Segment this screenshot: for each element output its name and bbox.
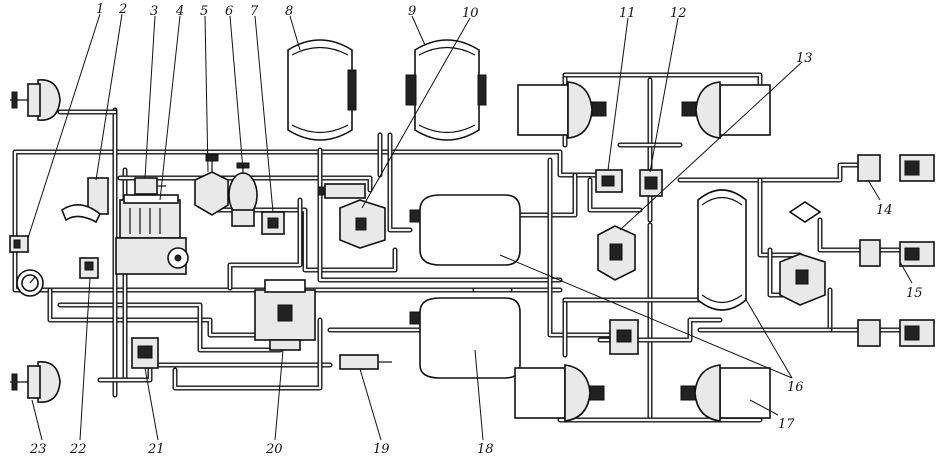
reservoir-18 [409, 297, 521, 379]
brake-chamber-front-left [10, 79, 61, 121]
label-19: 19 [373, 442, 390, 457]
coupling-head-upper [857, 154, 935, 182]
unit-3 [134, 177, 166, 195]
label-6: 6 [225, 4, 233, 19]
label-22: 22 [69, 442, 87, 457]
label-8: 8 [285, 4, 293, 19]
brake-valve-2 [61, 177, 109, 224]
callout-labels: 1 2 3 4 5 6 7 8 9 10 11 12 13 14 15 16 1… [29, 2, 923, 457]
pressure-gauge [16, 269, 44, 297]
valve-11 [595, 169, 623, 193]
valve-12 [639, 169, 663, 197]
label-21: 21 [147, 442, 165, 457]
cylinder-19 [339, 354, 392, 370]
spring-brake-chamber-upper-right [681, 81, 771, 139]
cylinder-10-upper [317, 183, 366, 199]
moisture-separator [228, 162, 258, 227]
coupling-head-lower [857, 319, 935, 347]
label-20: 20 [265, 442, 283, 457]
valve-group-10 [339, 199, 386, 249]
label-4: 4 [175, 4, 184, 19]
label-16: 16 [787, 380, 804, 395]
pressure-regulator [194, 154, 229, 216]
air-tank-9 [405, 39, 487, 141]
label-18: 18 [477, 442, 494, 457]
leader-lines [27, 13, 913, 441]
relay-valve-13 [597, 225, 636, 281]
label-12: 12 [670, 6, 687, 21]
label-15: 15 [906, 286, 923, 301]
brake-chamber-rear-left [10, 361, 61, 403]
air-tank-8 [287, 39, 357, 141]
label-14: 14 [876, 203, 893, 218]
label-23: 23 [29, 442, 47, 457]
reservoir-upper-middle [409, 194, 521, 266]
label-2: 2 [118, 2, 127, 17]
coupling-head-15 [859, 239, 935, 267]
coupler-22 [79, 257, 99, 279]
spring-brake-chamber-upper-left [517, 81, 607, 139]
trailer-brake-valve [779, 201, 826, 306]
label-13: 13 [796, 51, 813, 66]
valve-7 [261, 211, 285, 235]
label-17: 17 [778, 417, 795, 432]
control-valve-20 [254, 279, 316, 351]
spring-brake-chamber-lower-left [514, 364, 605, 422]
label-7: 7 [250, 4, 259, 19]
label-3: 3 [150, 4, 158, 19]
valve-1 [9, 235, 29, 253]
spring-brake-chamber-17 [680, 364, 771, 422]
valve-lower-middle [609, 319, 639, 355]
valve-21 [131, 337, 159, 369]
label-5: 5 [200, 4, 208, 19]
label-11: 11 [619, 6, 636, 21]
compressor [115, 194, 189, 275]
label-10: 10 [462, 6, 479, 21]
receiver-tank-16 [697, 189, 747, 311]
label-1: 1 [96, 2, 104, 17]
label-9: 9 [408, 4, 416, 19]
